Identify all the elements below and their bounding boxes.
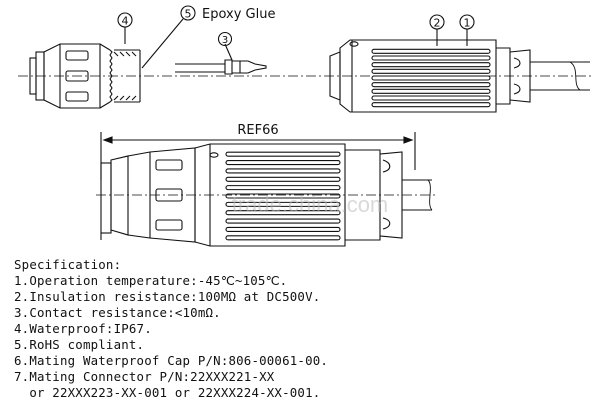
callout-3: 3 [217,31,233,47]
spec-line-8: or 22XXX223-XX-001 or 22XXX224-XX-001. [14,385,321,400]
spec-line-4: 4.Waterproof:IP67. [14,321,152,336]
spec-line-6: 6.Mating Waterproof Cap P/N:806-00061-00… [14,353,329,368]
part-4-receptacle-body [29,43,141,109]
part-1-cable [530,61,590,91]
spec-line-5: 5.RoHS compliant. [14,337,145,352]
spec-line-7: 7.Mating Connector P/N:22XXX221-XX [14,369,275,384]
grip-rib [225,235,341,241]
svg-text:3: 3 [222,35,228,46]
callout-4: 4 [117,12,133,44]
spec-line-3: 3.Contact resistance:<10mΩ. [14,305,221,320]
svg-text:5: 5 [185,8,192,21]
grip-rib [371,102,491,108]
grip-rib [225,210,341,216]
grip-rib [371,48,491,54]
svg-text:REF66: REF66 [237,123,278,138]
grip-rib [371,55,491,61]
grip-rib [225,201,341,207]
grip-rib [225,151,341,157]
grip-rib [371,62,491,68]
grip-rib [225,159,341,166]
grip-rib [225,176,341,182]
callout-5-epoxy-glue: 5 Epoxy Glue [141,5,275,69]
svg-text:Epoxy Glue: Epoxy Glue [202,7,275,22]
callout-2: 2 [429,14,445,46]
part-3-contact-pin [175,43,267,75]
assembled-connector [100,143,433,247]
grip-rib [371,68,491,74]
spec-heading: Specification: [14,257,122,272]
spec-line-1: 1.Operation temperature:-45℃~105℃. [14,273,288,288]
dimension-ref66: REF66 [100,123,416,180]
grip-rib [225,218,341,224]
grip-rib [371,95,491,101]
grip-rib [371,82,491,88]
spec-line-2: 2.Insulation resistance:100MΩ at DC500V. [14,289,321,304]
grip-rib [371,75,491,81]
grip-rib [225,168,341,174]
grip-rib [225,226,341,233]
svg-text:1: 1 [464,17,471,30]
grip-rib [225,185,341,191]
svg-text:4: 4 [122,15,129,28]
part-2-plug-shell [329,39,531,113]
svg-text:2: 2 [434,17,441,30]
watermark: trade.china.com [232,192,389,217]
grip-rib [225,193,341,199]
callout-1: 1 [459,14,475,46]
grip-rib [371,88,491,94]
